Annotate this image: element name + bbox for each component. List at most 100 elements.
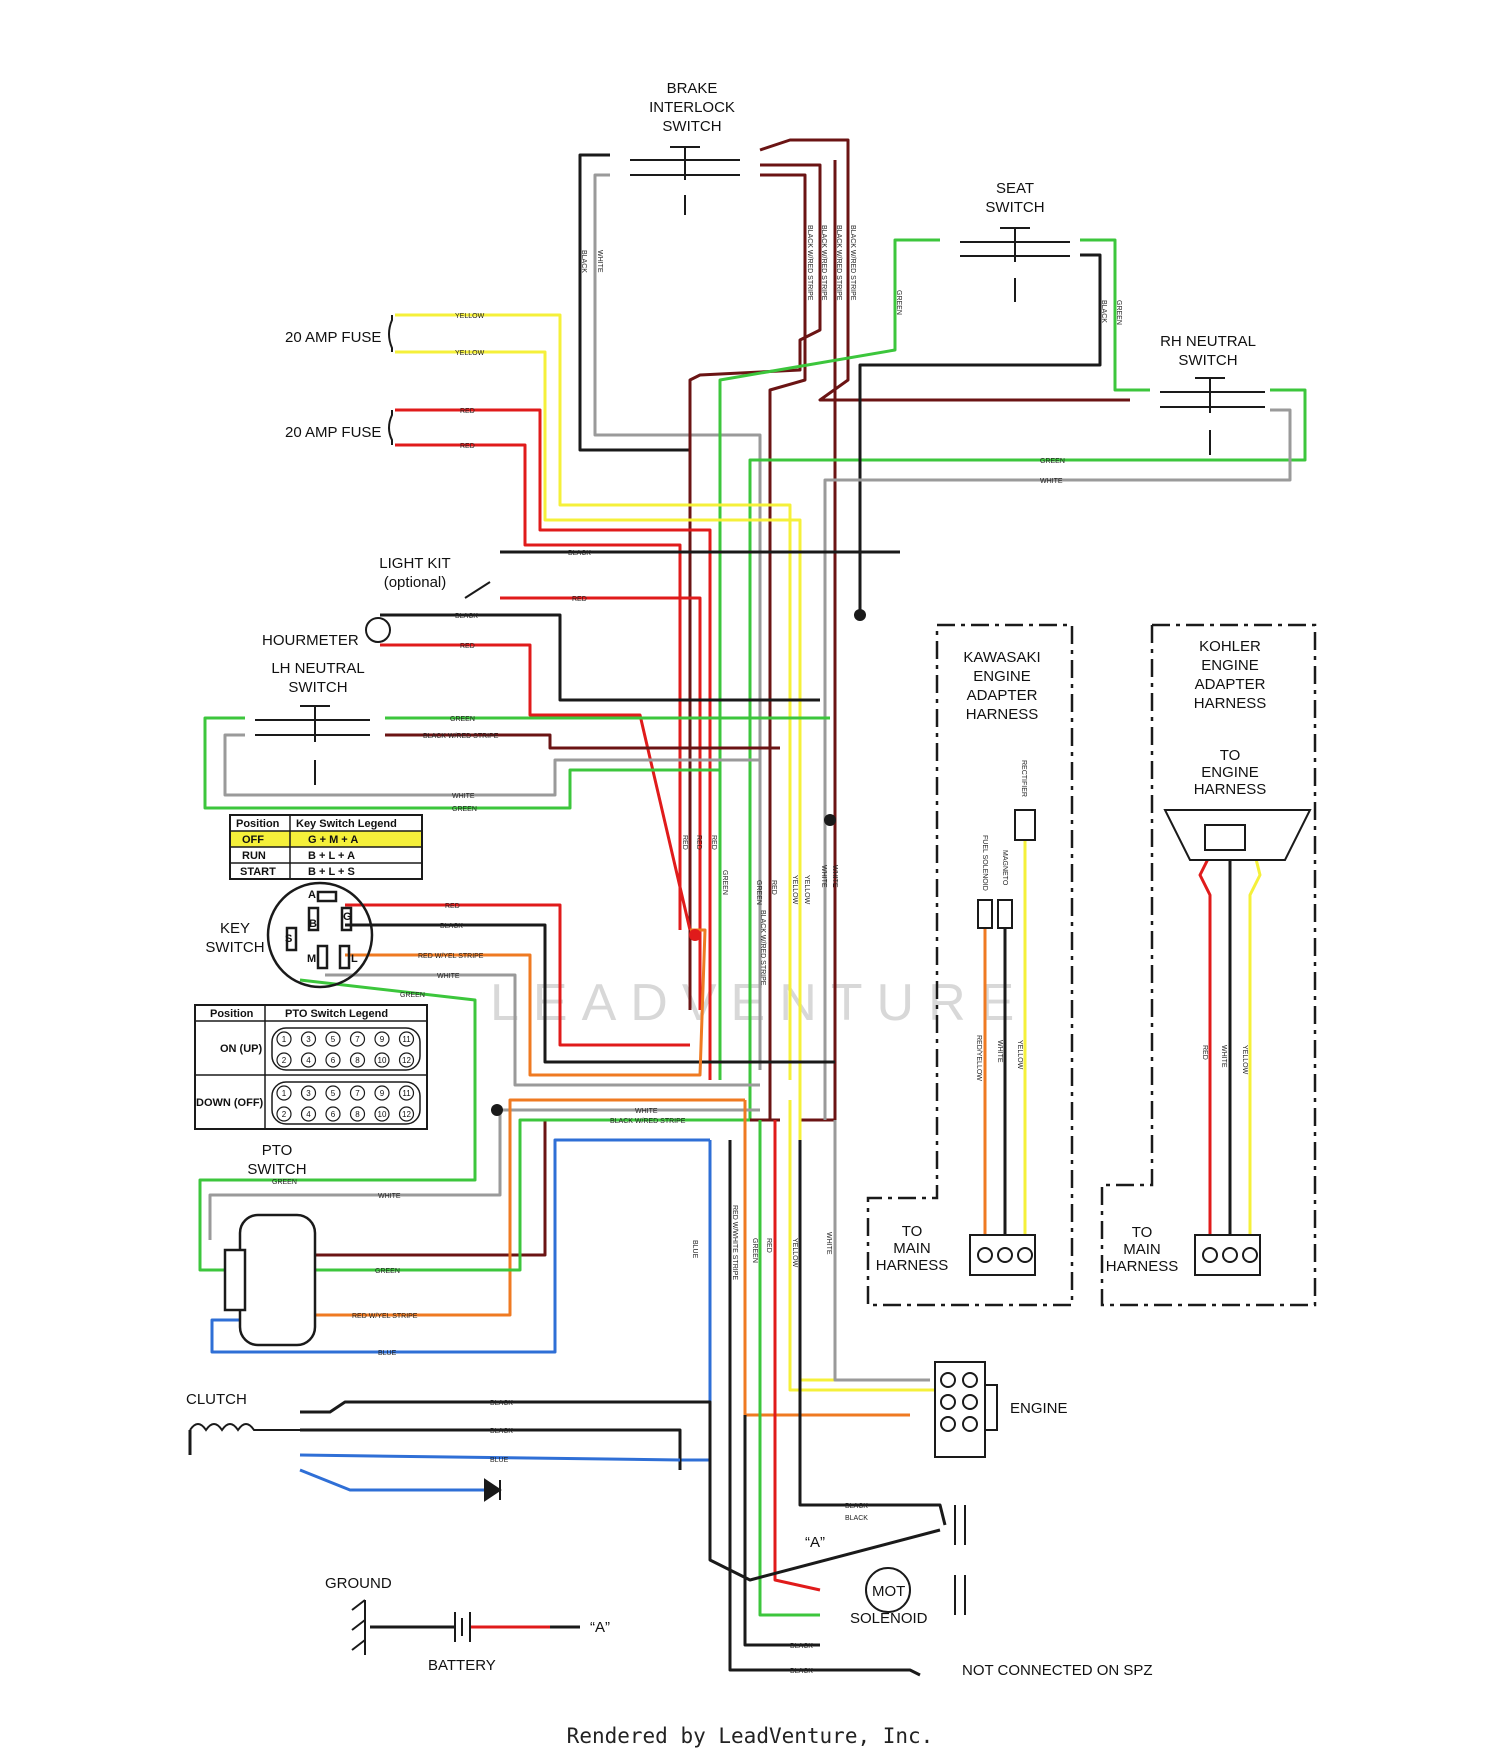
wire-label-green: GREEN — [1115, 300, 1122, 325]
key-pin-l: L — [351, 953, 358, 965]
wire-label-black-red: BLACK W/RED STRIPE — [610, 1118, 686, 1125]
footer-credit: Rendered by LeadVenture, Inc. — [566, 1724, 934, 1748]
wire-labels: YELLOW YELLOW RED RED BLACK RED BLACK RE… — [272, 225, 1248, 1675]
wire-label-black: BLACK — [490, 1428, 513, 1435]
pto-pin-number: 12 — [402, 1056, 411, 1065]
pto-legend-header-title: PTO Switch Legend — [285, 1008, 388, 1020]
key-legend-row-2-val: B + L + S — [308, 866, 355, 878]
pto-pin — [349, 1085, 366, 1101]
component-labels: BRAKE INTERLOCK SWITCH SEAT SWITCH RH NE… — [186, 80, 1266, 1679]
brake-label-1: BRAKE — [667, 80, 718, 97]
pto-pin-number: 4 — [306, 1110, 311, 1119]
wire-label-black: BLACK — [845, 1503, 868, 1510]
wire-label-black: BLACK — [455, 613, 478, 620]
wire-green — [758, 1120, 820, 1617]
wire-label-black-red: BLACK W/RED STRIPE — [820, 225, 827, 301]
key-pin-b: B — [309, 918, 317, 930]
pto-pin-number: 3 — [306, 1035, 311, 1044]
wire-label-black: BLACK — [580, 250, 587, 273]
wire-red — [380, 643, 692, 931]
wire-label-yellow: YELLOW — [455, 313, 485, 320]
lh-neutral-label-2: SWITCH — [288, 679, 347, 696]
pto-switch-legend: Position PTO Switch Legend ON (UP) DOWN … — [194, 1004, 428, 1130]
pto-pin — [398, 1052, 415, 1068]
wire-black-red — [760, 173, 807, 1120]
battery-label: BATTERY — [428, 1657, 496, 1674]
kohler-label-3: ADAPTER — [1195, 676, 1266, 693]
to-main-harness-2c: HARNESS — [1106, 1258, 1179, 1275]
light-kit-label-2: (optional) — [384, 574, 447, 591]
wire-label-white: WHITE — [452, 793, 475, 800]
lh-neutral-label-1: LH NEUTRAL — [271, 660, 364, 677]
wire-black-red — [385, 733, 780, 750]
clutch-label: CLUTCH — [186, 1391, 247, 1408]
wire-white — [325, 973, 760, 1087]
solenoid-label: SOLENOID — [850, 1610, 928, 1627]
pto-switch-label-2: SWITCH — [247, 1161, 306, 1178]
pto-pin — [374, 1085, 390, 1101]
pto-pin-number: 7 — [355, 1035, 360, 1044]
fuse-2-label: 20 AMP FUSE — [285, 424, 381, 441]
to-engine-harness-3: HARNESS — [1194, 781, 1267, 798]
wire-label-black-red: BLACK W/RED STRIPE — [759, 910, 766, 986]
wire-label-black: BLACK — [845, 1515, 868, 1522]
kawa-pin-fuel-solenoid: FUEL SOLENOID — [981, 835, 988, 891]
pto-pin — [300, 1052, 317, 1068]
junction-dots — [491, 609, 866, 1116]
pto-pin-number: 5 — [331, 1089, 336, 1098]
wire-label-blue: BLUE — [490, 1457, 509, 1464]
wire-label-red: RED — [460, 643, 475, 650]
wire-label-red: RED — [572, 596, 587, 603]
wire-green — [718, 238, 940, 1080]
to-main-harness-2a: TO — [1132, 1224, 1153, 1241]
wire-label-green: GREEN — [272, 1179, 297, 1186]
pto-pin — [300, 1085, 317, 1101]
kohler-label-2: ENGINE — [1201, 657, 1259, 674]
pto-pin-number: 5 — [331, 1035, 336, 1044]
pto-pin — [325, 1031, 341, 1047]
wire-label-red: RED — [770, 880, 777, 895]
to-main-harness-1c: HARNESS — [876, 1257, 949, 1274]
kawasaki-label-2: ENGINE — [973, 668, 1031, 685]
wire-blue — [299, 1468, 490, 1492]
pto-pin-number: 9 — [380, 1035, 385, 1044]
wire-red — [500, 596, 702, 1010]
wire-label-red: RED — [695, 835, 702, 850]
key-switch-body — [266, 881, 374, 989]
to-main-harness-1b: MAIN — [893, 1240, 931, 1257]
wire-label-red: RED — [710, 835, 717, 850]
wire-white — [208, 1108, 760, 1240]
wire-label-green: GREEN — [450, 716, 475, 723]
seat-label-2: SWITCH — [985, 199, 1044, 216]
wire-label-red: RED — [460, 408, 475, 415]
engine-label: ENGINE — [1010, 1400, 1068, 1417]
not-connected-label: NOT CONNECTED ON SPZ — [962, 1662, 1153, 1679]
pto-connector — [223, 1213, 317, 1347]
kohler-label-1: KOHLER — [1199, 638, 1261, 655]
wire-label-white: WHITE — [378, 1193, 401, 1200]
pto-pin — [276, 1031, 292, 1047]
wire-label-yellow: YELLOW — [455, 350, 485, 357]
key-switch-pins: A B G S M L — [285, 889, 358, 965]
wires — [188, 138, 1307, 1677]
wire-red — [773, 1120, 821, 1592]
rh-neutral-label-2: SWITCH — [1178, 352, 1237, 369]
key-switch-legend: Position Key Switch Legend OFF G + M + A… — [229, 814, 423, 880]
wire-blue — [210, 1138, 710, 1354]
pto-pin-number: 9 — [380, 1089, 385, 1098]
wire-black — [300, 1400, 941, 1582]
pto-pin — [349, 1106, 366, 1122]
pto-pin — [300, 1106, 317, 1122]
brake-label-2: INTERLOCK — [649, 99, 735, 116]
wire-red — [395, 408, 712, 1080]
wire-label-green: GREEN — [452, 806, 477, 813]
wire-black — [728, 1140, 921, 1677]
pto-pin-number: 10 — [378, 1110, 387, 1119]
wire-yellow — [1248, 854, 1262, 1235]
wire-label-green: GREEN — [1040, 458, 1065, 465]
wire-blue — [299, 1453, 681, 1462]
wire-orange — [300, 1098, 745, 1317]
wire-black — [798, 1140, 947, 1526]
wire-label-red-white: RED W/WHITE STRIPE — [731, 1205, 738, 1280]
